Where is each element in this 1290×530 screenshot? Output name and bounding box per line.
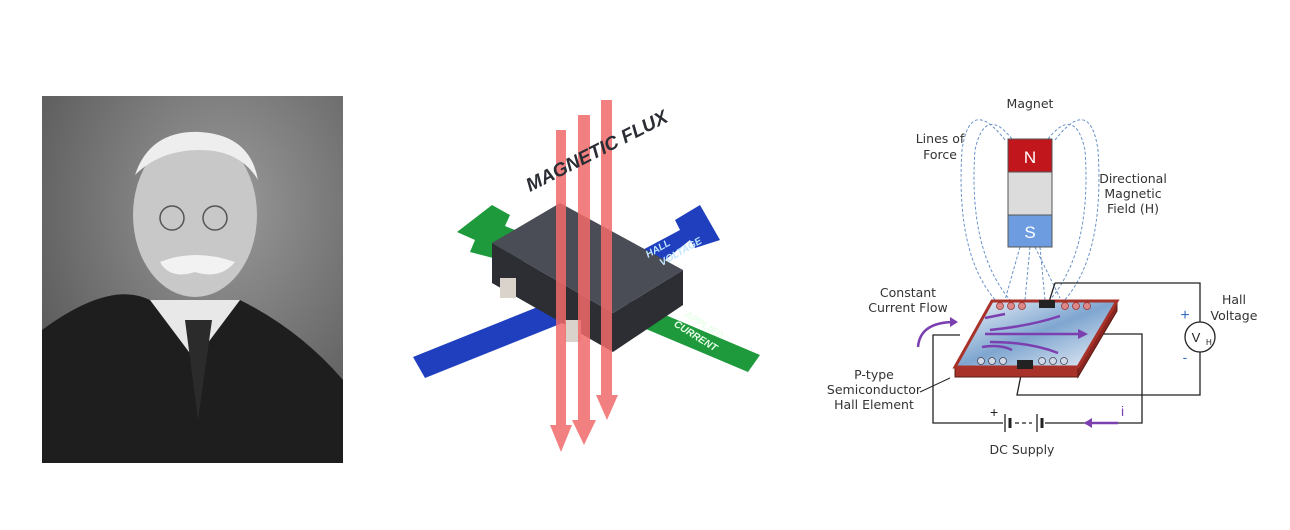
constant-current-label-2: Current Flow — [868, 300, 947, 315]
magnet-label: Magnet — [1007, 96, 1054, 111]
magnet-north — [1007, 138, 1053, 173]
lines-of-force-label-2: Force — [923, 147, 957, 162]
hall-voltage-label: Hall — [1222, 292, 1246, 307]
vh-label: V — [1192, 330, 1201, 345]
battery-plus: + — [990, 404, 998, 420]
magnet-south — [1007, 214, 1053, 248]
constant-current-label: Constant — [880, 285, 936, 300]
blue-strip — [413, 300, 570, 378]
vh-subscript: H — [1206, 338, 1212, 347]
south-label: S — [1024, 223, 1035, 242]
current-symbol: i — [1121, 403, 1124, 419]
field-label: Directional — [1099, 171, 1167, 186]
dc-supply-label: DC Supply — [990, 442, 1056, 457]
field-label-3: Field (H) — [1107, 201, 1159, 216]
element-label: P-type — [854, 367, 894, 382]
hall-effect-circuit-diagram: N S Magnet Lines of Force Directional Ma… — [827, 96, 1258, 457]
north-label: N — [1024, 148, 1036, 167]
hall-sensor-illustration: MAGNETIC FLUX HALL VOLTAGE APPLIED CURRE… — [413, 100, 760, 452]
plus-sign: + — [1180, 307, 1189, 324]
element-label-2: Semiconductor — [827, 382, 922, 397]
voltmeter — [1184, 321, 1216, 353]
field-label-2: Magnetic — [1104, 186, 1161, 201]
hall-voltage-label-2: Voltage — [1211, 308, 1258, 323]
lines-of-force-label: Lines of — [916, 131, 965, 146]
magnetic-flux-label: MAGNETIC FLUX — [523, 106, 673, 196]
chip-side — [492, 243, 683, 352]
element-label-3: Hall Element — [834, 397, 914, 412]
portrait-photo — [42, 96, 343, 463]
minus-sign: - — [1183, 349, 1188, 365]
